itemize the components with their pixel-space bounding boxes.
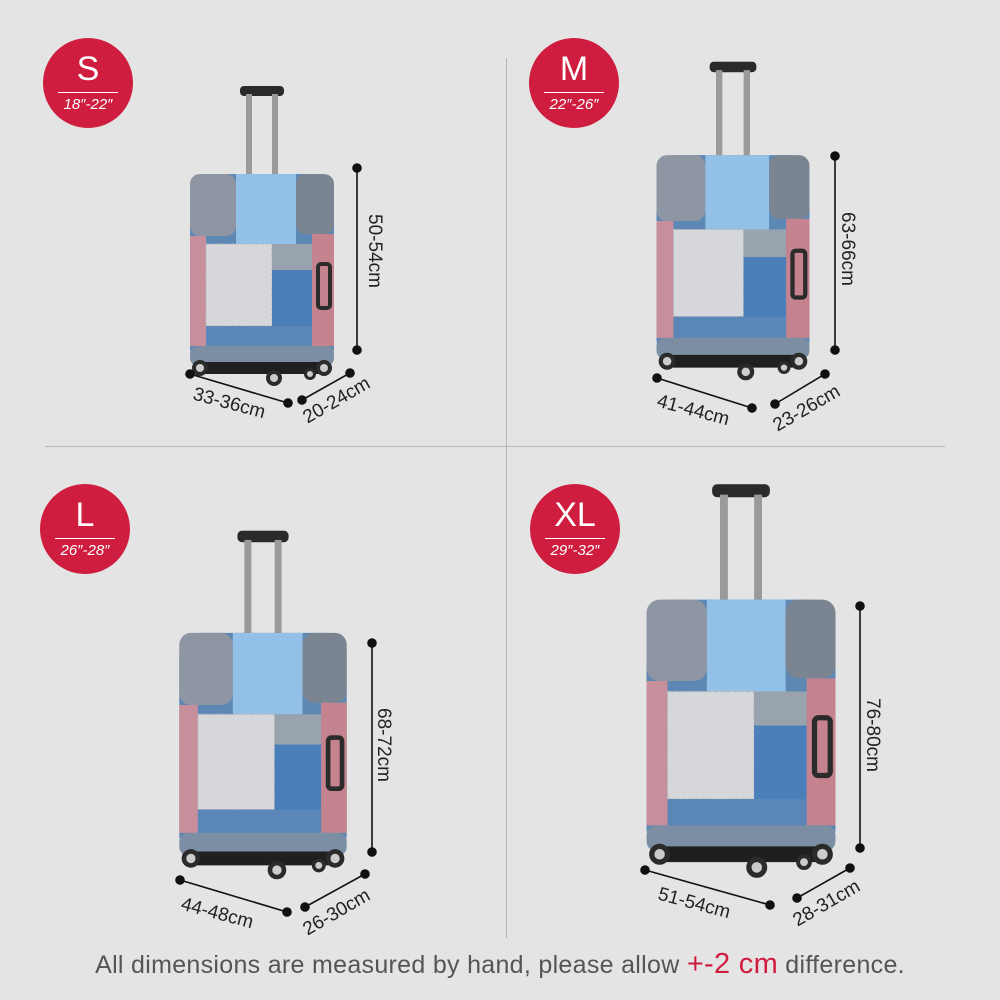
size-label: L	[75, 496, 95, 534]
note-text-before: All dimensions are measured by hand, ple…	[95, 951, 687, 979]
height-dimension-xl: 76-80cm	[861, 698, 883, 772]
size-badge-s: S 18″-22″	[43, 38, 133, 128]
measurement-note: All dimensions are measured by hand, ple…	[0, 948, 1000, 981]
measure-lines-m	[652, 151, 840, 413]
size-range: 29″-32″	[545, 538, 605, 560]
measure-lines-s	[185, 163, 362, 408]
size-label: M	[559, 50, 589, 88]
size-badge-xl: XL 29″-32″	[530, 484, 620, 574]
size-label: S	[76, 50, 100, 88]
vertical-divider	[506, 58, 507, 938]
note-text-after: difference.	[778, 951, 905, 979]
size-badge-l: L 26″-28″	[40, 484, 130, 574]
size-range: 18″-22″	[58, 92, 118, 114]
size-range: 22″-26″	[544, 92, 604, 114]
size-badge-m: M 22″-26″	[529, 38, 619, 128]
tolerance-highlight: +-2 cm	[686, 948, 779, 980]
measure-lines-l	[175, 638, 377, 917]
size-range: 26″-28″	[55, 538, 115, 560]
size-label: XL	[554, 496, 596, 534]
horizontal-divider	[45, 446, 945, 447]
